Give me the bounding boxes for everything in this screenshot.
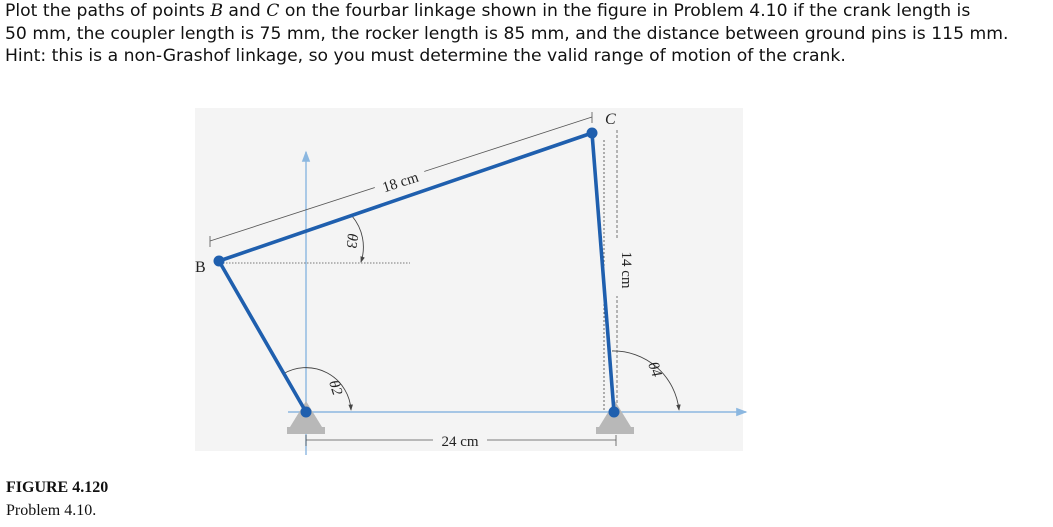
point-c-label: C — [605, 111, 616, 128]
joint-o4 — [608, 406, 620, 418]
problem-text: Plot the paths of points B and C on the … — [5, 0, 1053, 68]
theta3-label: θ3 — [343, 233, 360, 249]
coupler-label-bg — [372, 164, 428, 198]
crank-link — [217, 259, 308, 414]
point-b-symbol: B — [210, 1, 223, 21]
figure-caption-title: FIGURE 4.120 — [6, 479, 109, 496]
problem-line-3: Hint: this is a non-Grashof linkage, so … — [5, 46, 846, 66]
joint-c — [586, 127, 598, 139]
figure-caption-subtitle: Problem 4.10. — [6, 502, 97, 519]
coupler-link — [217, 131, 594, 263]
joint-b — [213, 255, 225, 267]
problem-line-1-part-b: and — [222, 1, 267, 21]
problem-line-1-part-c: on the fourbar linkage shown in the figu… — [279, 1, 971, 21]
theta3-arc — [351, 215, 365, 263]
ground-label-bg — [433, 431, 487, 449]
point-c-symbol: C — [266, 1, 280, 21]
theta4-arc — [611, 350, 681, 411]
rocker-length-label: 14 cm — [618, 251, 634, 288]
point-b-label: B — [195, 259, 206, 276]
problem-line-2: 50 mm, the coupler length is 75 mm, the … — [5, 23, 1009, 44]
theta2-arc — [282, 367, 353, 411]
theta4-label: θ4 — [644, 360, 664, 380]
ground-length-label: 24 cm — [441, 434, 478, 450]
figure-panel — [195, 108, 743, 451]
rocker-label-bg — [612, 240, 626, 296]
rocker-link — [590, 131, 616, 414]
problem-line-1-part-a: Plot the paths of points — [5, 1, 211, 21]
joint-o2 — [300, 406, 312, 418]
theta2-label: θ2 — [325, 378, 345, 398]
problem-line-1: Plot the paths of points B and C on the … — [5, 0, 1053, 23]
